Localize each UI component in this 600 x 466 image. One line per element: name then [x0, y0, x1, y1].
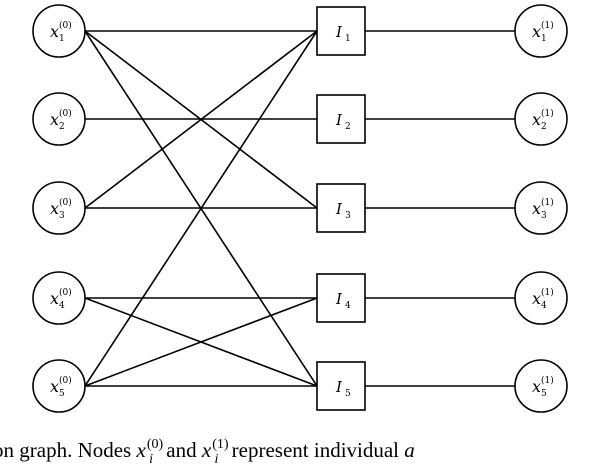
caption-part2: represent individual	[231, 438, 400, 462]
caption-text: on graph. Nodes x(0)i and x(1)i represen…	[0, 427, 415, 466]
node-circle	[32, 359, 86, 413]
node-sup: (1)	[541, 375, 554, 386]
node-circle	[32, 92, 86, 146]
node-sub: 5	[541, 389, 547, 399]
node-circle	[514, 92, 568, 146]
caption-part1: on graph. Nodes	[0, 438, 132, 462]
node-circle	[514, 181, 568, 235]
node-sub: 1	[59, 34, 65, 44]
node-box	[316, 183, 366, 233]
node-sup: (1)	[541, 108, 554, 119]
caption-sub-i: i	[214, 452, 219, 466]
node-sub: 4	[345, 301, 351, 311]
node-sub: 3	[59, 211, 65, 221]
node-x5_1: x(1)5	[514, 359, 568, 413]
node-sup: (1)	[541, 287, 554, 298]
node-sub: 2	[59, 122, 65, 132]
node-x3_0: x(0)3	[32, 181, 86, 235]
node-sub: 1	[345, 34, 351, 44]
caption-sub-i: i	[149, 452, 154, 466]
node-circle	[514, 4, 568, 58]
node-circle	[32, 271, 86, 325]
node-box	[316, 361, 366, 411]
node-circle	[32, 4, 86, 58]
node-sub: 2	[541, 122, 547, 132]
node-x2_1: x(1)2	[514, 92, 568, 146]
caption-var-base: x	[136, 438, 146, 462]
node-x2_0: x(0)2	[32, 92, 86, 146]
node-sub: 5	[59, 389, 65, 399]
node-x4_0: x(0)4	[32, 271, 86, 325]
node-sub: 2	[345, 122, 351, 132]
node-x3_1: x(1)3	[514, 181, 568, 235]
node-sup: (0)	[59, 108, 72, 119]
edge-x5_0-I4	[84, 297, 318, 387]
caption-and: and	[166, 438, 197, 462]
node-box	[316, 273, 366, 323]
node-sub: 3	[345, 211, 351, 221]
node-box	[316, 6, 366, 56]
node-sup: (0)	[59, 197, 72, 208]
node-sub: 4	[541, 301, 547, 311]
node-x1_0: x(0)1	[32, 4, 86, 58]
caption-sup-1: (1)	[212, 437, 229, 452]
node-sup: (1)	[541, 20, 554, 31]
node-circle	[514, 271, 568, 325]
caption-var-x1: x(1)i	[201, 437, 229, 466]
node-sub: 3	[541, 211, 547, 221]
node-sub: 4	[59, 301, 65, 311]
node-box	[316, 94, 366, 144]
caption-sup-0: (0)	[146, 437, 164, 452]
caption-trailing: a	[404, 438, 415, 462]
node-sub: 1	[541, 34, 547, 44]
node-x4_1: x(1)4	[514, 271, 568, 325]
node-x1_1: x(1)1	[514, 4, 568, 58]
node-sup: (0)	[59, 287, 72, 298]
node-circle	[32, 181, 86, 235]
node-x5_0: x(0)5	[32, 359, 86, 413]
node-sup: (0)	[59, 20, 72, 31]
figure-caption: on graph. Nodes x(0)i and x(1)i represen…	[0, 425, 600, 466]
edge-x5_0-I1	[84, 30, 318, 387]
node-circle	[514, 359, 568, 413]
node-sub: 5	[345, 389, 351, 399]
node-sup: (0)	[59, 375, 72, 386]
edge-x3_0-I1	[84, 30, 318, 209]
caption-var-base: x	[201, 438, 212, 462]
caption-var-x0: x(0)i	[136, 437, 164, 466]
edges-layer	[84, 30, 515, 387]
node-sup: (1)	[541, 197, 554, 208]
